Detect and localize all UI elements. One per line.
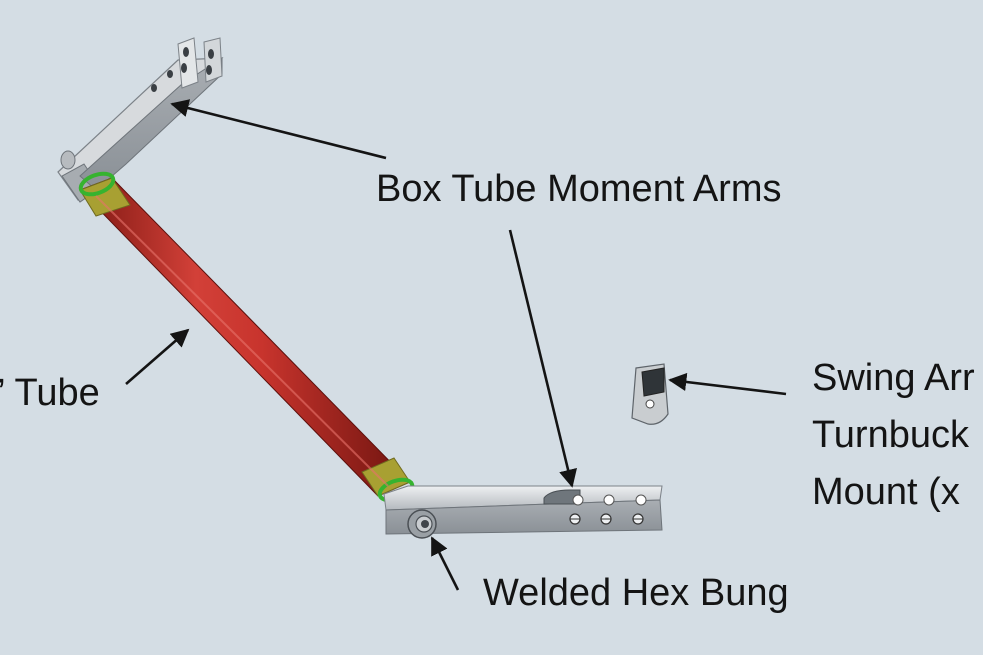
label-welded-hex-bung: Welded Hex Bung [483, 572, 789, 614]
swing-arm-mount [631, 363, 669, 425]
arrow-icon [125, 99, 787, 591]
label-swing-line-2: Turnbuck [812, 414, 969, 456]
label-swing-line-3: Mount (x [812, 471, 960, 513]
lower-moment-arm [383, 485, 663, 535]
upper-moment-arm [57, 37, 224, 203]
main-tube [78, 171, 415, 503]
label-swing-arm-mount: Swing Arr Turnbuck Mount (x [812, 350, 975, 521]
label-box-tube-moment-arms: Box Tube Moment Arms [376, 168, 782, 210]
label-tube: ” Tube [0, 372, 100, 414]
welded-hex-bung [407, 509, 437, 539]
label-swing-line-1: Swing Arr [812, 357, 975, 399]
